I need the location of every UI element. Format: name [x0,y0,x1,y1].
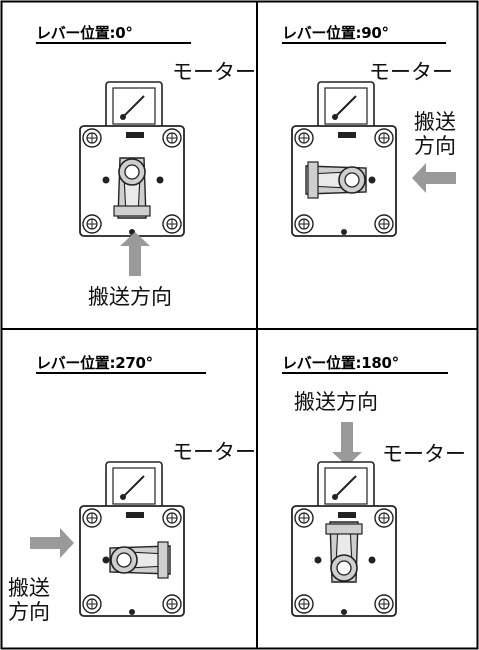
nameplate [338,512,356,518]
lever-hub-inner [336,560,352,576]
direction-arrow-down [332,422,362,466]
panel-heading: レバー位置:90° [282,24,389,42]
motor-needle [335,95,357,117]
unit-diagram [291,81,397,237]
body-hole [156,176,164,184]
unit-diagram [291,461,397,617]
body-hole [102,176,110,184]
lever-assembly [305,161,367,199]
motor-needle [335,475,357,497]
body-hole [368,556,376,564]
lever-tip [325,523,363,535]
direction-label-line2: 方向 [414,134,456,158]
panel-heading: レバー位置:0° [36,24,133,42]
lever-hub-inner [124,164,140,180]
body-hole [341,229,347,235]
lever-assembly [113,157,151,219]
direction-label-line2: 方向 [8,600,50,624]
panel-heading: レバー位置:180° [282,354,399,372]
nameplate [338,132,356,138]
lever-hub-inner [116,552,132,568]
lever-assembly [325,521,363,583]
motor-needle [123,475,145,497]
panel-lever-90: レバー位置:90° モーター 搬送 方向 [258,0,479,329]
body-hole [129,609,135,615]
nameplate [126,512,144,518]
motor-pivot [120,114,126,120]
unit-group [79,81,185,237]
lever-assembly [109,541,171,579]
heading-underline [36,372,206,374]
unit-diagram [79,461,185,617]
motor-pivot [332,494,338,500]
panel-lever-270: レバー位置:270° モーター 搬送 方向 [0,330,257,650]
body-hole [368,176,376,184]
lever-tip [157,541,169,579]
unit-group [291,461,397,617]
panel-lever-180: レバー位置:180° 搬送方向 モーター [258,330,479,650]
heading-underline [282,372,448,374]
direction-arrow-left [412,163,456,193]
body-hole [102,556,110,564]
motor-needle [123,95,145,117]
lever-hub-inner [344,172,360,188]
direction-label-line1: 搬送 [8,576,50,600]
lever-tip [307,161,319,199]
direction-label-line1: 搬送 [414,110,456,134]
motor-label: モーター [172,440,256,464]
body-hole [314,556,322,564]
heading-underline [282,42,446,44]
direction-arrow-up [120,232,150,276]
panel-heading: レバー位置:270° [36,354,153,372]
motor-pivot [332,114,338,120]
unit-group [79,461,185,617]
direction-arrow-right [30,528,74,558]
unit-diagram [79,81,185,237]
direction-label: 搬送方向 [88,285,172,309]
unit-group [291,81,397,237]
heading-underline [36,42,191,44]
motor-pivot [120,494,126,500]
body-hole [341,609,347,615]
nameplate [126,132,144,138]
lever-tip [113,205,151,217]
motor-label: モーター [369,60,453,84]
motor-label: モーター [382,442,466,466]
direction-label: 搬送方向 [294,390,378,414]
motor-label: モーター [172,60,256,84]
panel-lever-0: レバー位置:0° モーター 搬送方向 [0,0,257,329]
